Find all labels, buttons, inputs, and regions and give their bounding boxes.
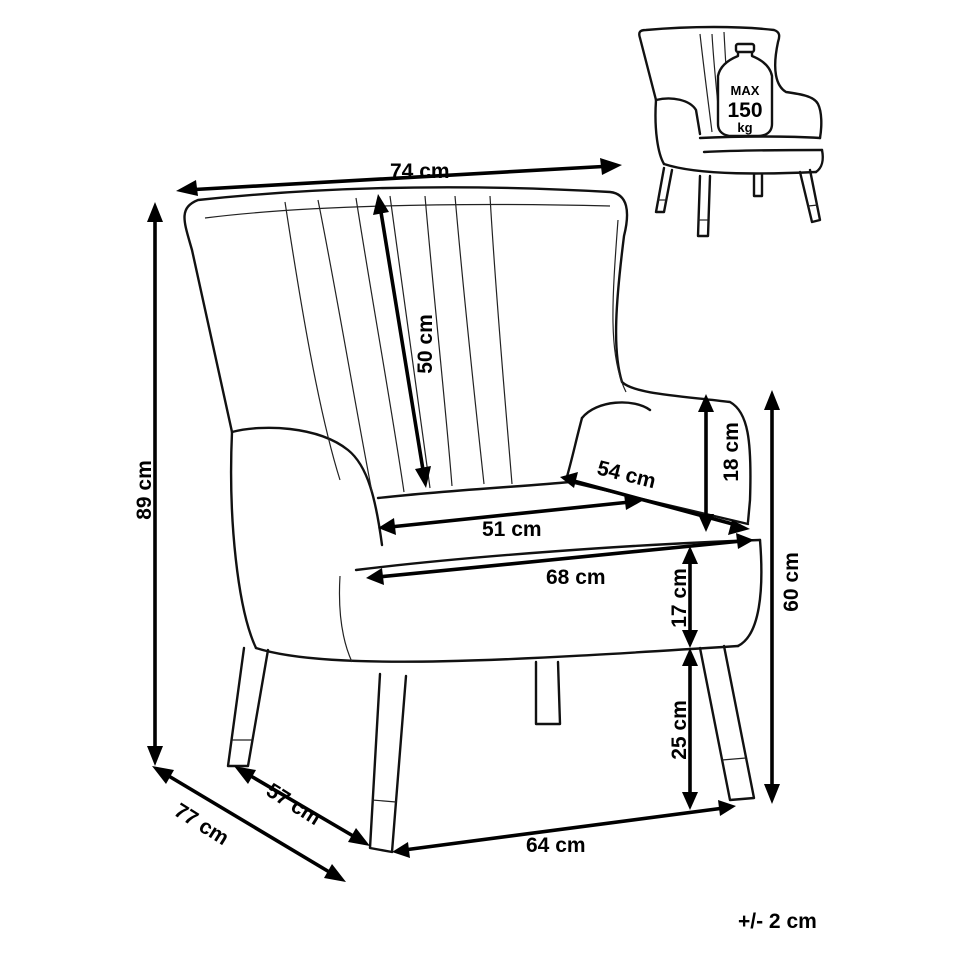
max-load-unit: kg — [737, 120, 752, 135]
label-width-legs: 64 cm — [526, 834, 586, 857]
tolerance-note: +/- 2 cm — [738, 910, 817, 933]
label-backrest-height: 50 cm — [414, 314, 437, 374]
label-seat-height-total: 60 cm — [780, 552, 803, 612]
label-width-top: 74 cm — [390, 160, 450, 183]
chair-legs — [226, 644, 756, 854]
max-load-value: 150 — [727, 99, 762, 122]
weight-icon — [716, 42, 774, 138]
label-total-height: 89 cm — [133, 460, 156, 520]
label-seat-width: 51 cm — [482, 518, 542, 541]
label-armrest-height: 18 cm — [720, 422, 743, 482]
label-leg-height: 25 cm — [668, 700, 691, 760]
label-seat-front-width: 68 cm — [546, 566, 606, 589]
armchair-outline — [183, 186, 763, 663]
thumbnail-chair — [638, 25, 824, 238]
max-load-label: MAX — [731, 83, 760, 98]
dimension-lines — [147, 158, 780, 882]
label-seat-thickness: 17 cm — [668, 568, 691, 628]
label-depth-legs: 57 cm — [262, 779, 325, 830]
